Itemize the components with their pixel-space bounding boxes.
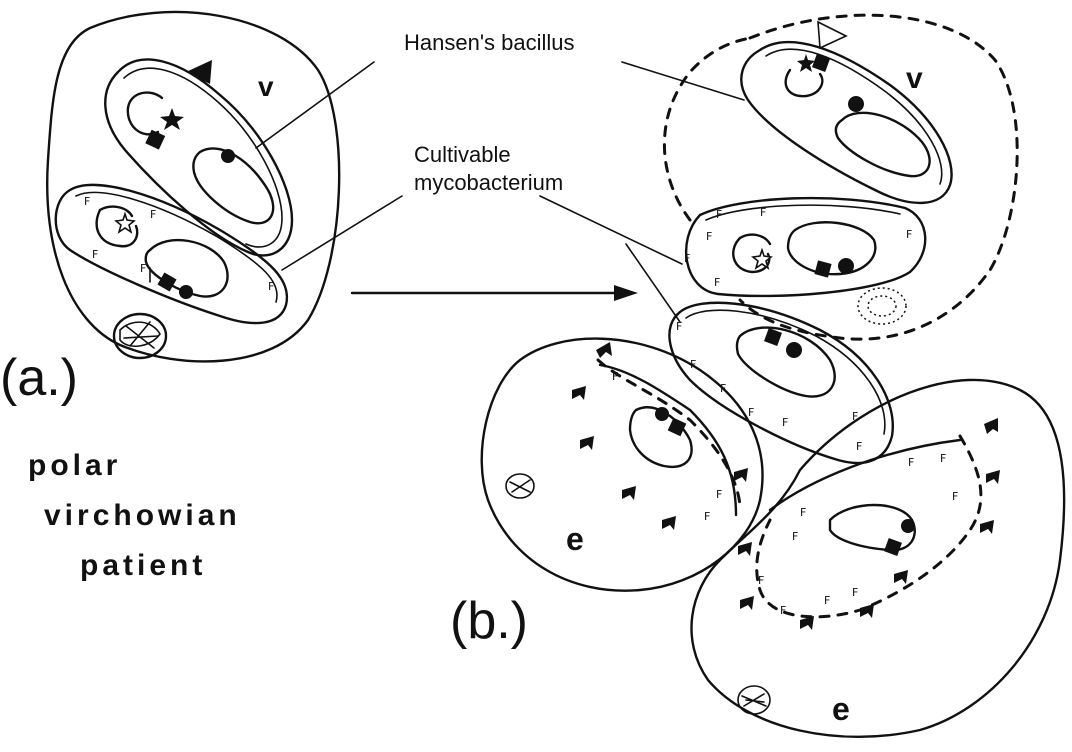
dot-marker	[655, 407, 669, 421]
chevron-arrows-right	[738, 418, 1000, 630]
svg-text:F: F	[780, 604, 786, 617]
hollow-arrowhead-marker	[818, 22, 846, 48]
svg-text:patient: patient	[80, 549, 206, 582]
patient-label: polar virchowian patient	[28, 449, 241, 582]
svg-text:F: F	[92, 248, 98, 261]
hansens-bacillus-label: Hansen's bacillus	[404, 30, 575, 55]
leader-line	[626, 244, 680, 322]
svg-text:F: F	[748, 406, 754, 419]
svg-text:F: F	[150, 208, 156, 221]
vacuole-label-b: v	[906, 62, 923, 95]
star-marker	[160, 108, 184, 130]
svg-text:F: F	[906, 228, 912, 241]
leader-line	[282, 196, 402, 270]
square-marker	[884, 538, 902, 556]
dot-marker	[786, 342, 802, 358]
svg-text:F: F	[268, 280, 274, 293]
fibril-labels-b-middle: F F F F F F	[684, 206, 912, 289]
cultivable-label-line2: mycobacterium	[414, 170, 563, 195]
svg-text:F: F	[952, 490, 958, 503]
svg-text:F: F	[758, 574, 764, 587]
cultivable-label-line1: Cultivable	[414, 142, 511, 167]
square-marker	[157, 272, 176, 291]
dot-marker	[221, 149, 235, 163]
svg-text:F: F	[676, 320, 682, 333]
svg-text:polar: polar	[28, 449, 121, 482]
panel-b-label: (b.)	[450, 592, 528, 650]
transition-arrow	[352, 285, 638, 301]
fibril-labels-b-right: F F F F F F F F F	[758, 452, 958, 617]
panel-a-macrophage	[47, 12, 339, 361]
svg-text:F: F	[716, 208, 722, 221]
svg-text:F: F	[716, 488, 722, 501]
chevron-arrows-left	[572, 342, 748, 530]
panel-b-epithelioid-cell-left	[482, 339, 763, 591]
panel-b-epithelioid-cell-right	[691, 380, 1064, 737]
square-marker	[668, 418, 687, 437]
svg-text:F: F	[852, 586, 858, 599]
svg-text:F: F	[908, 456, 914, 469]
svg-text:F: F	[800, 506, 806, 519]
leader-line	[540, 196, 682, 264]
svg-text:F: F	[760, 206, 766, 219]
svg-text:F: F	[84, 195, 90, 208]
svg-text:F: F	[792, 530, 798, 543]
svg-text:virchowian: virchowian	[44, 499, 241, 532]
svg-text:F: F	[140, 262, 146, 275]
svg-text:F: F	[684, 252, 690, 265]
dot-marker	[848, 96, 864, 112]
speckled-granule	[858, 288, 906, 324]
square-marker	[764, 328, 782, 346]
panel-b-dashed-membrane-left	[598, 360, 740, 505]
svg-text:F: F	[940, 452, 946, 465]
svg-text:F: F	[714, 276, 720, 289]
vacuole-label: v	[258, 71, 274, 102]
svg-text:F: F	[856, 440, 862, 453]
epithelioid-label-right: e	[832, 691, 850, 727]
svg-text:F: F	[824, 594, 830, 607]
panel-b-dashed-membrane-right	[757, 436, 981, 617]
svg-text:F: F	[706, 230, 712, 243]
dot-marker	[179, 285, 193, 299]
leader-line	[256, 62, 374, 148]
epithelioid-label-left: e	[566, 521, 584, 557]
dot-marker	[901, 519, 915, 533]
panel-a-label: (a.)	[0, 349, 78, 407]
panel-b-lower-bacillus	[669, 303, 892, 463]
square-marker	[145, 130, 165, 150]
svg-text:F: F	[704, 510, 710, 523]
dot-marker	[838, 258, 854, 274]
star-marker	[797, 54, 815, 72]
svg-text:F: F	[782, 416, 788, 429]
svg-text:F: F	[612, 370, 618, 383]
